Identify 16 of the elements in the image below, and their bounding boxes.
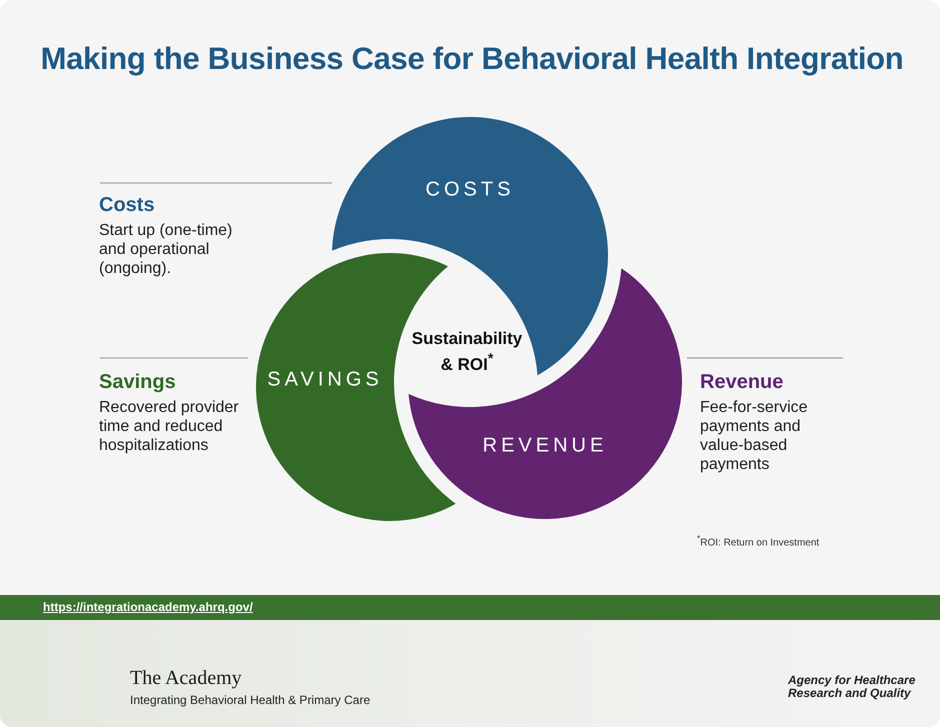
program-tagline: Integrating Behavioral Health & Primary Care xyxy=(130,693,370,707)
section-heading: Savings xyxy=(99,370,176,394)
program-name: The Academy xyxy=(130,667,242,690)
description-text: Recovered provider time and reduced hospitalizations xyxy=(99,398,240,455)
agency-name: Agency for Healthcare Research and Quality xyxy=(788,674,916,700)
center-label: Sustainability & ROI$^{*}$ xyxy=(409,329,525,375)
page-title: Making the Business Case for Behavioral Health Integration xyxy=(40,41,904,77)
segment-label: COSTS xyxy=(426,178,514,202)
footnote-text: $^{*}$ROI: Return on Investment xyxy=(697,533,820,548)
section-heading: Revenue xyxy=(700,370,784,394)
url-link: https://integrationacademy.ahrq.gov/ xyxy=(43,600,253,614)
description-text: Fee-for-service payments and value-based payments xyxy=(700,398,809,474)
segment-label: SAVINGS xyxy=(267,368,383,392)
section-heading: Costs xyxy=(99,193,155,217)
segment-label: REVENUE xyxy=(482,434,608,458)
description-text: Start up (one-time) and operational (ongoing). xyxy=(99,221,234,278)
